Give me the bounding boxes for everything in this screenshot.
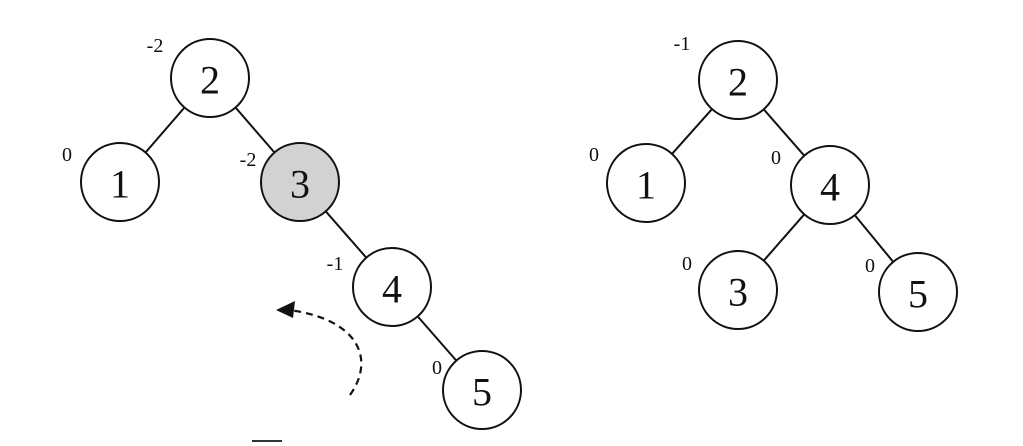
edge-4-3 — [762, 213, 806, 262]
tree-before-rotation: 2 -2 1 0 3 -2 4 -1 5 0 — [62, 35, 522, 430]
node-circle — [170, 38, 250, 118]
node-key: 2 — [728, 60, 748, 105]
node-key: 4 — [820, 165, 840, 210]
node-key: 1 — [110, 162, 130, 207]
balance-factor: -1 — [327, 253, 344, 275]
node-circle — [698, 40, 778, 120]
node-circle — [442, 350, 522, 430]
edge-2-3 — [234, 106, 276, 154]
node-circle — [698, 250, 778, 330]
tree-node-1: 1 — [80, 142, 160, 222]
tree-node-3: 3 — [260, 142, 340, 222]
node-key: 4 — [382, 267, 402, 312]
node-key: 2 — [200, 58, 220, 103]
edge-4-5 — [854, 214, 894, 263]
node-key: 3 — [290, 162, 310, 207]
tree-node-4: 4 — [352, 247, 432, 327]
edge-4-5 — [416, 315, 458, 362]
node-circle — [260, 142, 340, 222]
balance-factor: 0 — [865, 255, 875, 277]
tree-node-1: 1 — [606, 143, 686, 223]
tree-node-5: 5 — [442, 350, 522, 430]
edge-3-4 — [324, 210, 368, 259]
edge-2-1 — [671, 108, 713, 155]
balance-factor: -2 — [147, 35, 164, 57]
tree-node-2: 2 — [698, 40, 778, 120]
arrowhead-icon — [276, 301, 295, 318]
balance-factor: 0 — [771, 147, 781, 169]
node-key: 3 — [728, 270, 748, 315]
tree-after-rotation: 2 -1 1 0 4 0 3 0 5 0 — [589, 33, 958, 332]
edge-2-1 — [144, 106, 186, 154]
balance-factor: 0 — [682, 253, 692, 275]
node-circle — [80, 142, 160, 222]
tree-node-2: 2 — [170, 38, 250, 118]
edge-2-4 — [762, 108, 806, 157]
balance-factor: -1 — [674, 33, 691, 55]
node-circle — [790, 145, 870, 225]
tree-node-5: 5 — [878, 252, 958, 332]
node-circle — [606, 143, 686, 223]
tree-node-3: 3 — [698, 250, 778, 330]
rotation-arrow — [276, 301, 363, 396]
node-circle — [352, 247, 432, 327]
balance-factor: 0 — [432, 357, 442, 379]
node-key: 1 — [636, 163, 656, 208]
balance-factor: 0 — [589, 144, 599, 166]
node-key: 5 — [472, 370, 492, 415]
balance-factor: -2 — [240, 149, 257, 171]
tree-node-4: 4 — [790, 145, 870, 225]
node-circle — [878, 252, 958, 332]
balance-factor: 0 — [62, 144, 72, 166]
node-key: 5 — [908, 272, 928, 317]
